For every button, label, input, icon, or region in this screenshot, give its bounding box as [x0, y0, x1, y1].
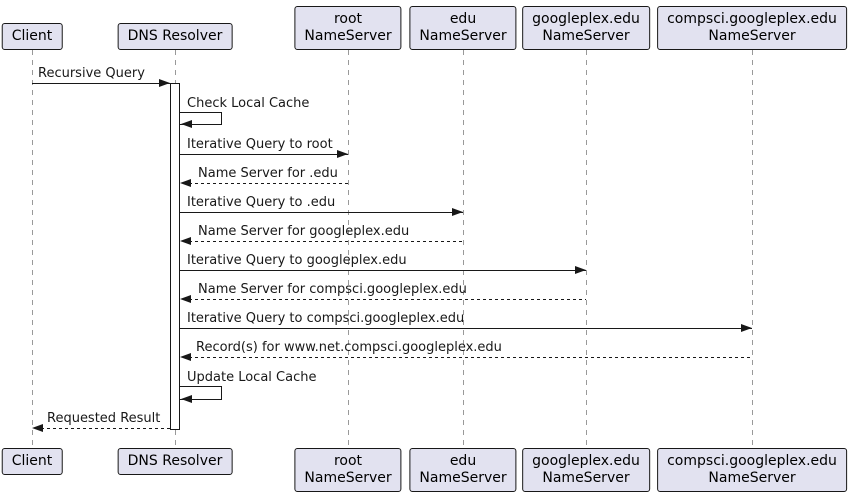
participant-top-compsci-nameserver: compsci.googleplex.edu NameServer	[657, 6, 847, 50]
message-line	[189, 299, 586, 300]
message-line	[180, 154, 348, 155]
self-message-loop	[180, 112, 222, 125]
participant-top-googleplex-nameserver: googleplex.edu NameServer	[522, 6, 650, 50]
activation-bar-dns-resolver	[170, 83, 180, 430]
lifeline-client	[32, 50, 33, 448]
message-label-iterative-query-edu: Iterative Query to .edu	[187, 195, 336, 210]
message-line	[41, 428, 170, 429]
participant-top-root-nameserver: root NameServer	[294, 6, 402, 50]
arrowhead-left-icon	[180, 237, 191, 245]
arrowhead-right-icon	[159, 79, 170, 87]
message-label-records: Record(s) for www.net.compsci.googleplex…	[196, 340, 502, 355]
message-label-iterative-query-googleplex: Iterative Query to googleplex.edu	[187, 253, 407, 268]
message-line	[189, 241, 463, 242]
arrowhead-left-icon	[180, 179, 191, 187]
participant-top-client: Client	[1, 23, 63, 50]
message-label-iterative-query-root: Iterative Query to root	[187, 137, 333, 152]
message-label-check-local-cache: Check Local Cache	[187, 96, 310, 111]
self-message-loop	[180, 386, 222, 400]
message-line	[180, 270, 586, 271]
arrowhead-left-icon	[180, 353, 191, 361]
message-line	[180, 212, 463, 213]
message-label-nameserver-googleplex: Name Server for googleplex.edu	[198, 224, 410, 239]
lifeline-googleplex-nameserver	[586, 50, 587, 448]
message-label-nameserver-edu: Name Server for .edu	[198, 166, 338, 181]
participant-bottom-googleplex-nameserver: googleplex.edu NameServer	[522, 448, 650, 492]
arrowhead-left-icon	[32, 424, 43, 432]
message-label-nameserver-compsci: Name Server for compsci.googleplex.edu	[198, 282, 467, 297]
message-line	[32, 83, 170, 84]
message-line	[180, 328, 752, 329]
message-label-iterative-query-compsci: Iterative Query to compsci.googleplex.ed…	[187, 311, 465, 326]
lifeline-root-nameserver	[348, 50, 349, 448]
arrowhead-left-icon	[180, 295, 191, 303]
participant-bottom-compsci-nameserver: compsci.googleplex.edu NameServer	[657, 448, 847, 492]
arrowhead-right-icon	[337, 150, 348, 158]
arrowhead-left-icon	[181, 120, 192, 128]
message-label-update-local-cache: Update Local Cache	[187, 370, 317, 385]
participant-bottom-dns-resolver: DNS Resolver	[117, 448, 233, 475]
message-line	[189, 183, 348, 184]
arrowhead-right-icon	[741, 324, 752, 332]
participant-bottom-edu-nameserver: edu NameServer	[409, 448, 517, 492]
participant-top-edu-nameserver: edu NameServer	[409, 6, 517, 50]
message-label-requested-result: Requested Result	[47, 411, 161, 426]
lifeline-compsci-nameserver	[752, 50, 753, 448]
arrowhead-left-icon	[181, 395, 192, 403]
participant-bottom-client: Client	[1, 448, 63, 475]
arrowhead-right-icon	[452, 208, 463, 216]
lifeline-edu-nameserver	[463, 50, 464, 448]
participant-bottom-root-nameserver: root NameServer	[294, 448, 402, 492]
participant-top-dns-resolver: DNS Resolver	[117, 23, 233, 50]
message-line	[189, 357, 752, 358]
arrowhead-right-icon	[575, 266, 586, 274]
message-label-recursive-query: Recursive Query	[38, 66, 145, 81]
